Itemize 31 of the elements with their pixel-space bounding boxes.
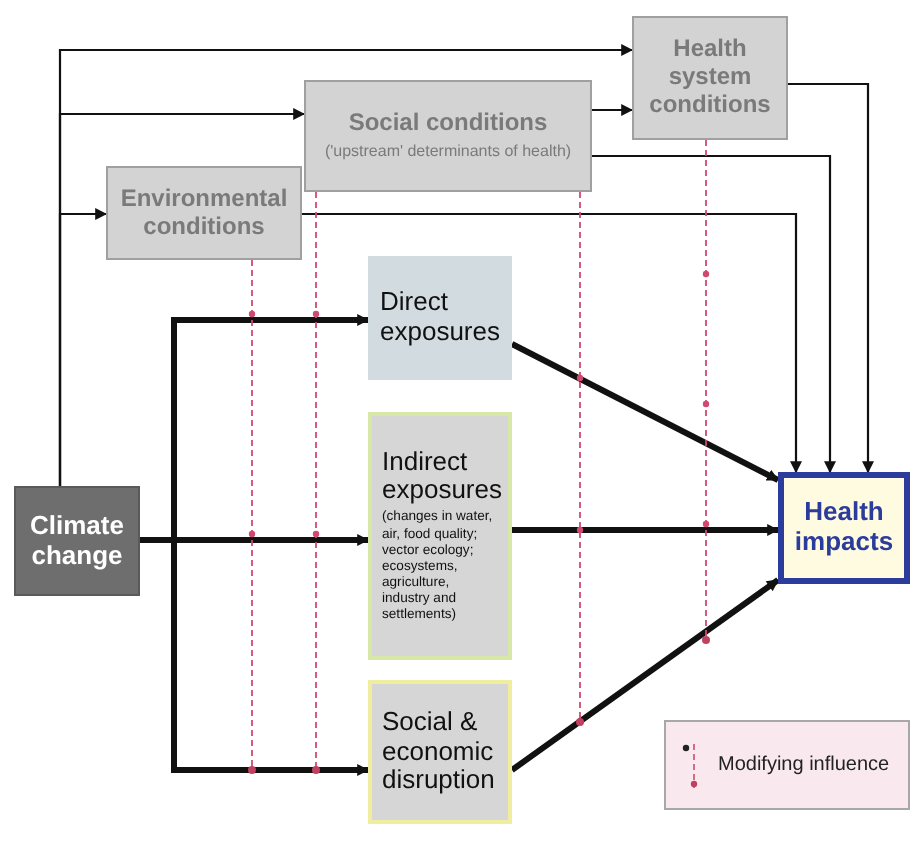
arrow	[592, 154, 836, 474]
legend-label: Modifying influence	[718, 754, 890, 776]
exposure-box	[368, 412, 512, 660]
arrow	[788, 82, 874, 474]
condition-box	[106, 166, 302, 260]
condition-box	[304, 80, 592, 192]
node-title: Social & economic disruption	[382, 707, 497, 797]
exposure-box	[368, 256, 512, 380]
node-title: Indirect exposures	[382, 447, 502, 507]
node-title: Climate change	[28, 511, 126, 571]
node-title: Direct exposures	[380, 288, 500, 348]
arrow	[58, 208, 108, 486]
node-title: Health impacts	[794, 498, 894, 558]
arrow	[302, 212, 802, 474]
node-title: Environmental conditions	[118, 185, 290, 241]
node-title: Social conditions	[348, 110, 548, 139]
modifying-influence-line	[312, 191, 320, 774]
arrow	[510, 341, 780, 483]
arrow	[140, 537, 370, 776]
disruption-box	[368, 680, 512, 824]
modifying-influence-line	[248, 259, 256, 774]
modifying-influence-line	[576, 191, 584, 726]
climate-box	[14, 486, 140, 596]
node-note: ('upstream' determinants of health)	[324, 142, 572, 162]
modifying-influence-line	[702, 139, 710, 644]
condition-box	[632, 16, 788, 140]
node-title: Health system conditions	[647, 36, 773, 120]
arrow	[512, 524, 780, 536]
arrow	[510, 577, 780, 773]
arrow	[592, 104, 634, 116]
impact-box	[778, 472, 910, 584]
